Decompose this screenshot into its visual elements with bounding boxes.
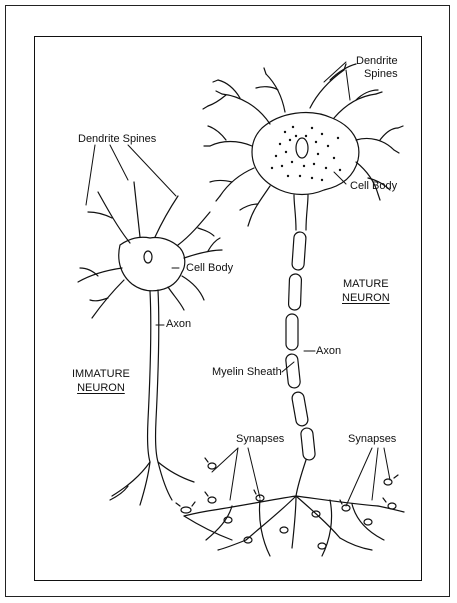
mature-nucleus [296,138,308,158]
immature-soma [119,237,185,290]
immature-dendrite-spines-label: Dendrite Spines [78,133,156,146]
mature-axon-label: Axon [316,345,341,358]
immature-dendrite [155,196,178,237]
synapses-right-label: Synapses [348,433,396,446]
nissl-dots [271,126,341,181]
immature-dendrite [198,228,214,236]
immature-nucleus [144,251,152,263]
mature-neuron [176,64,404,556]
synaptic-arbor [184,496,404,556]
immature-dendrite [92,280,124,318]
immature-leader-lines [86,145,179,325]
immature-dendrite [78,268,122,282]
mature-dendrite-spines-label: Dendrite Spines [356,55,398,81]
synaptic-boutons [176,458,398,549]
mature-neuron-title: MATURE NEURON [342,277,390,305]
immature-dendrite [184,250,222,258]
immature-axon-label: Axon [166,318,191,331]
immature-dendrite [182,276,204,300]
immature-dendrite [208,238,220,251]
immature-axon [156,290,159,462]
mature-cell-body-label: Cell Body [350,180,397,193]
immature-neuron-title: IMMATURE NEURON [72,367,130,395]
myelin-sheath-label: Myelin Sheath [212,366,282,379]
immature-axon [148,291,151,462]
mature-soma [252,113,359,195]
immature-dendrite [98,192,130,243]
immature-dendrite [88,212,112,218]
immature-dendrite [168,287,184,310]
immature-neuron [78,182,222,505]
immature-dendrite [178,212,210,245]
synapses-left-label: Synapses [236,433,284,446]
immature-cell-body-label: Cell Body [186,262,233,275]
immature-dendrite [134,182,140,237]
myelin-segments [285,232,315,461]
